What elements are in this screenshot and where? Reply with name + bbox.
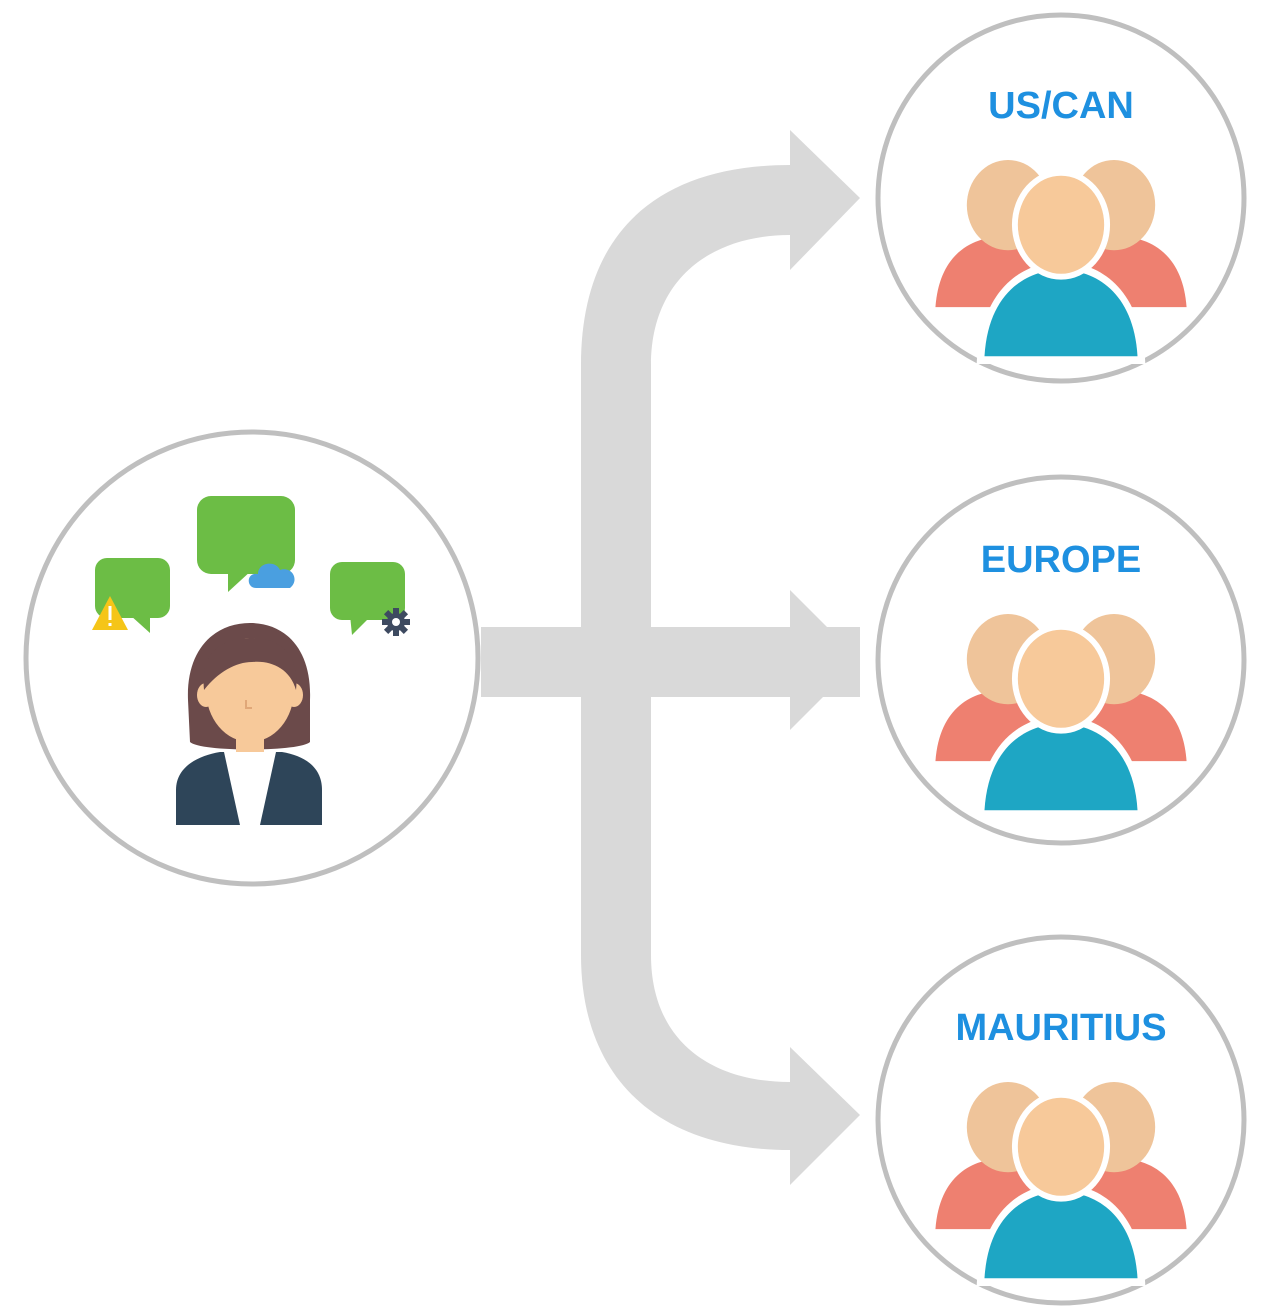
source-node <box>23 429 481 887</box>
woman-avatar <box>176 623 322 825</box>
arrow-vertical-spine <box>581 365 651 955</box>
warning-icon <box>92 596 128 630</box>
region-label-europe: EUROPE <box>981 539 1141 581</box>
branch-arrows <box>481 130 860 1185</box>
region-label-us-can: US/CAN <box>988 85 1134 127</box>
target-node-us-can: US/CAN <box>875 12 1247 384</box>
speech-bubble-center <box>197 496 295 592</box>
arrow-to-us-can <box>581 130 860 365</box>
target-node-europe: EUROPE <box>875 474 1247 846</box>
arrow-to-europe <box>640 590 860 730</box>
gear-icon <box>382 608 410 636</box>
arrow-to-mauritius <box>581 955 860 1185</box>
speech-bubble-right <box>330 562 405 635</box>
support-agent-icon <box>92 496 410 825</box>
speech-bubble-left <box>95 558 170 633</box>
cloud-icon <box>248 563 295 588</box>
target-node-mauritius: MAURITIUS <box>875 934 1247 1306</box>
region-label-mauritius: MAURITIUS <box>955 1007 1166 1049</box>
